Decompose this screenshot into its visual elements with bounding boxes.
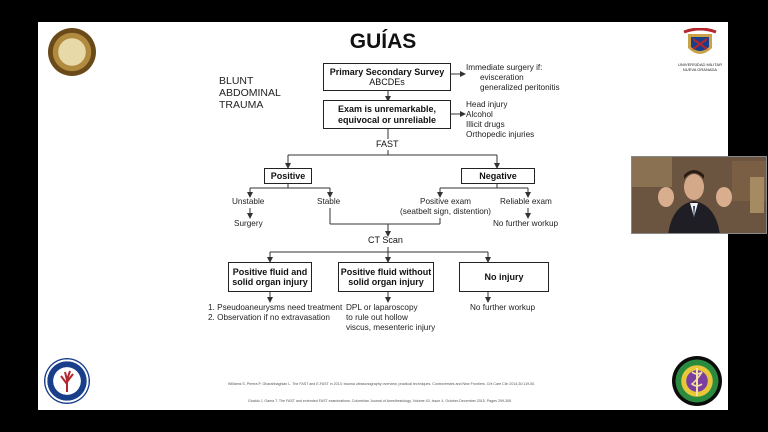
shield-icon (683, 27, 717, 54)
stable-label: Stable (317, 197, 341, 206)
note-illicit: Illicit drugs (466, 120, 505, 129)
box-text: Positive fluid without (340, 266, 432, 277)
presenter-webcam-video[interactable] (631, 156, 767, 234)
exam-box: Exam is unremarkable, equivocal or unrel… (323, 100, 451, 129)
positive-box: Positive (264, 168, 312, 184)
slide-title: GUÍAS (349, 30, 417, 53)
note-alcohol: Alcohol (466, 110, 493, 119)
logo-text: NUEVA GRANADA (682, 66, 718, 72)
citation-1: Williams S, Perera P, Gharahbaghian L. T… (228, 382, 536, 386)
medicine-faculty-logo (44, 358, 90, 404)
positive-exam-label: Positive exam (420, 197, 471, 206)
tree-icon (60, 370, 74, 392)
box-text: ABCDEs (369, 77, 405, 87)
box-text: Exam is unremarkable, (337, 104, 437, 114)
medical-society-logo (672, 356, 722, 406)
side-title-line: ABDOMINAL (219, 87, 281, 99)
side-title-line: BLUNT (219, 75, 254, 87)
logo-text: UNIVERSIDAD MILITAR (678, 62, 722, 67)
box-text: equivocal or unreliable (337, 114, 437, 125)
presenter-video-frame (632, 157, 766, 233)
fluid-organ-injury-box: Positive fluid and solid organ injury (228, 262, 312, 292)
note-surgery-if: Immediate surgery if: (466, 63, 543, 72)
box-text: Primary Secondary Survey (329, 66, 445, 77)
note-peritonitis: generalized peritonitis (480, 83, 560, 92)
caduceus-icon (690, 368, 703, 396)
rule-out-note: to rule out hollow (346, 313, 408, 322)
umng-logo-text: UNIVERSIDAD MILITAR NUEVA GRANADA (678, 62, 722, 72)
no-injury-box: No injury (459, 262, 549, 292)
viscus-note: viscus, mesenteric injury (346, 323, 436, 332)
side-title: BLUNT ABDOMINAL TRAUMA (219, 75, 281, 111)
box-text: solid organ injury (348, 277, 424, 287)
side-title-line: TRAUMA (219, 99, 264, 111)
note-head-injury: Head injury (466, 100, 508, 109)
university-seal-logo (48, 28, 96, 76)
seatbelt-label: (seatbelt sign, distention) (400, 207, 492, 216)
note-orthopedic: Orthopedic injuries (466, 130, 535, 139)
fast-label: FAST (376, 139, 399, 149)
ct-scan-label: CT Scan (368, 235, 403, 245)
umng-logo: UNIVERSIDAD MILITAR NUEVA GRANADA (678, 27, 722, 76)
observation-note: 2. Observation if no extravasation (208, 313, 330, 322)
pseudoaneurysm-note: 1. Pseudoaneurysms need treatment (208, 303, 343, 312)
primary-survey-box: Primary Secondary Survey ABCDEs (323, 63, 451, 91)
no-further-workup-label: No further workup (493, 219, 559, 228)
box-text: solid organ injury (232, 277, 308, 287)
note-evisceration: evisceration (480, 73, 524, 82)
unstable-label: Unstable (232, 197, 265, 206)
reliable-exam-label: Reliable exam (500, 197, 552, 206)
surgery-label: Surgery (234, 219, 263, 228)
flowchart-connectors (247, 71, 531, 303)
dpl-note: DPL or laparoscopy (346, 303, 418, 312)
box-text: Positive fluid and (232, 266, 308, 277)
fluid-no-solid-injury-box: Positive fluid without solid organ injur… (338, 262, 434, 292)
presentation-slide: GUÍAS BLUNT ABDOMINAL TRAUMA (38, 22, 728, 410)
no-further-workup-label: No further workup (470, 303, 536, 312)
citation-2: Giraldo J, Gama T. The FAST and extended… (248, 399, 512, 403)
negative-box: Negative (461, 168, 535, 184)
